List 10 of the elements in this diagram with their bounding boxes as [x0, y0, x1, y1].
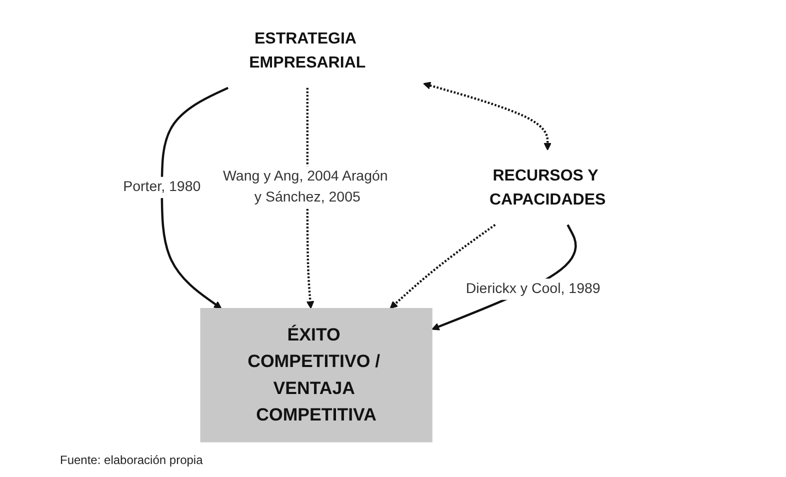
edge-label: Wang y Ang, 2004 Aragón y Sánchez, 2005: [222, 168, 388, 206]
node-text: RECURSOS Y CAPACIDADES: [489, 166, 606, 208]
edge-label: Dierickx y Cool, 1989: [466, 281, 600, 296]
node-box: ÉXITO COMPETITIVO / VENTAJA COMPETITIVA: [200, 308, 432, 442]
caption: Fuente: elaboración propia: [60, 453, 204, 467]
arrow: [160, 86, 228, 309]
edge-label: Porter, 1980: [122, 179, 200, 195]
arrow: [390, 224, 496, 309]
node-text: ESTRATEGIA EMPRESARIAL: [248, 29, 366, 71]
arrow: [422, 82, 552, 150]
